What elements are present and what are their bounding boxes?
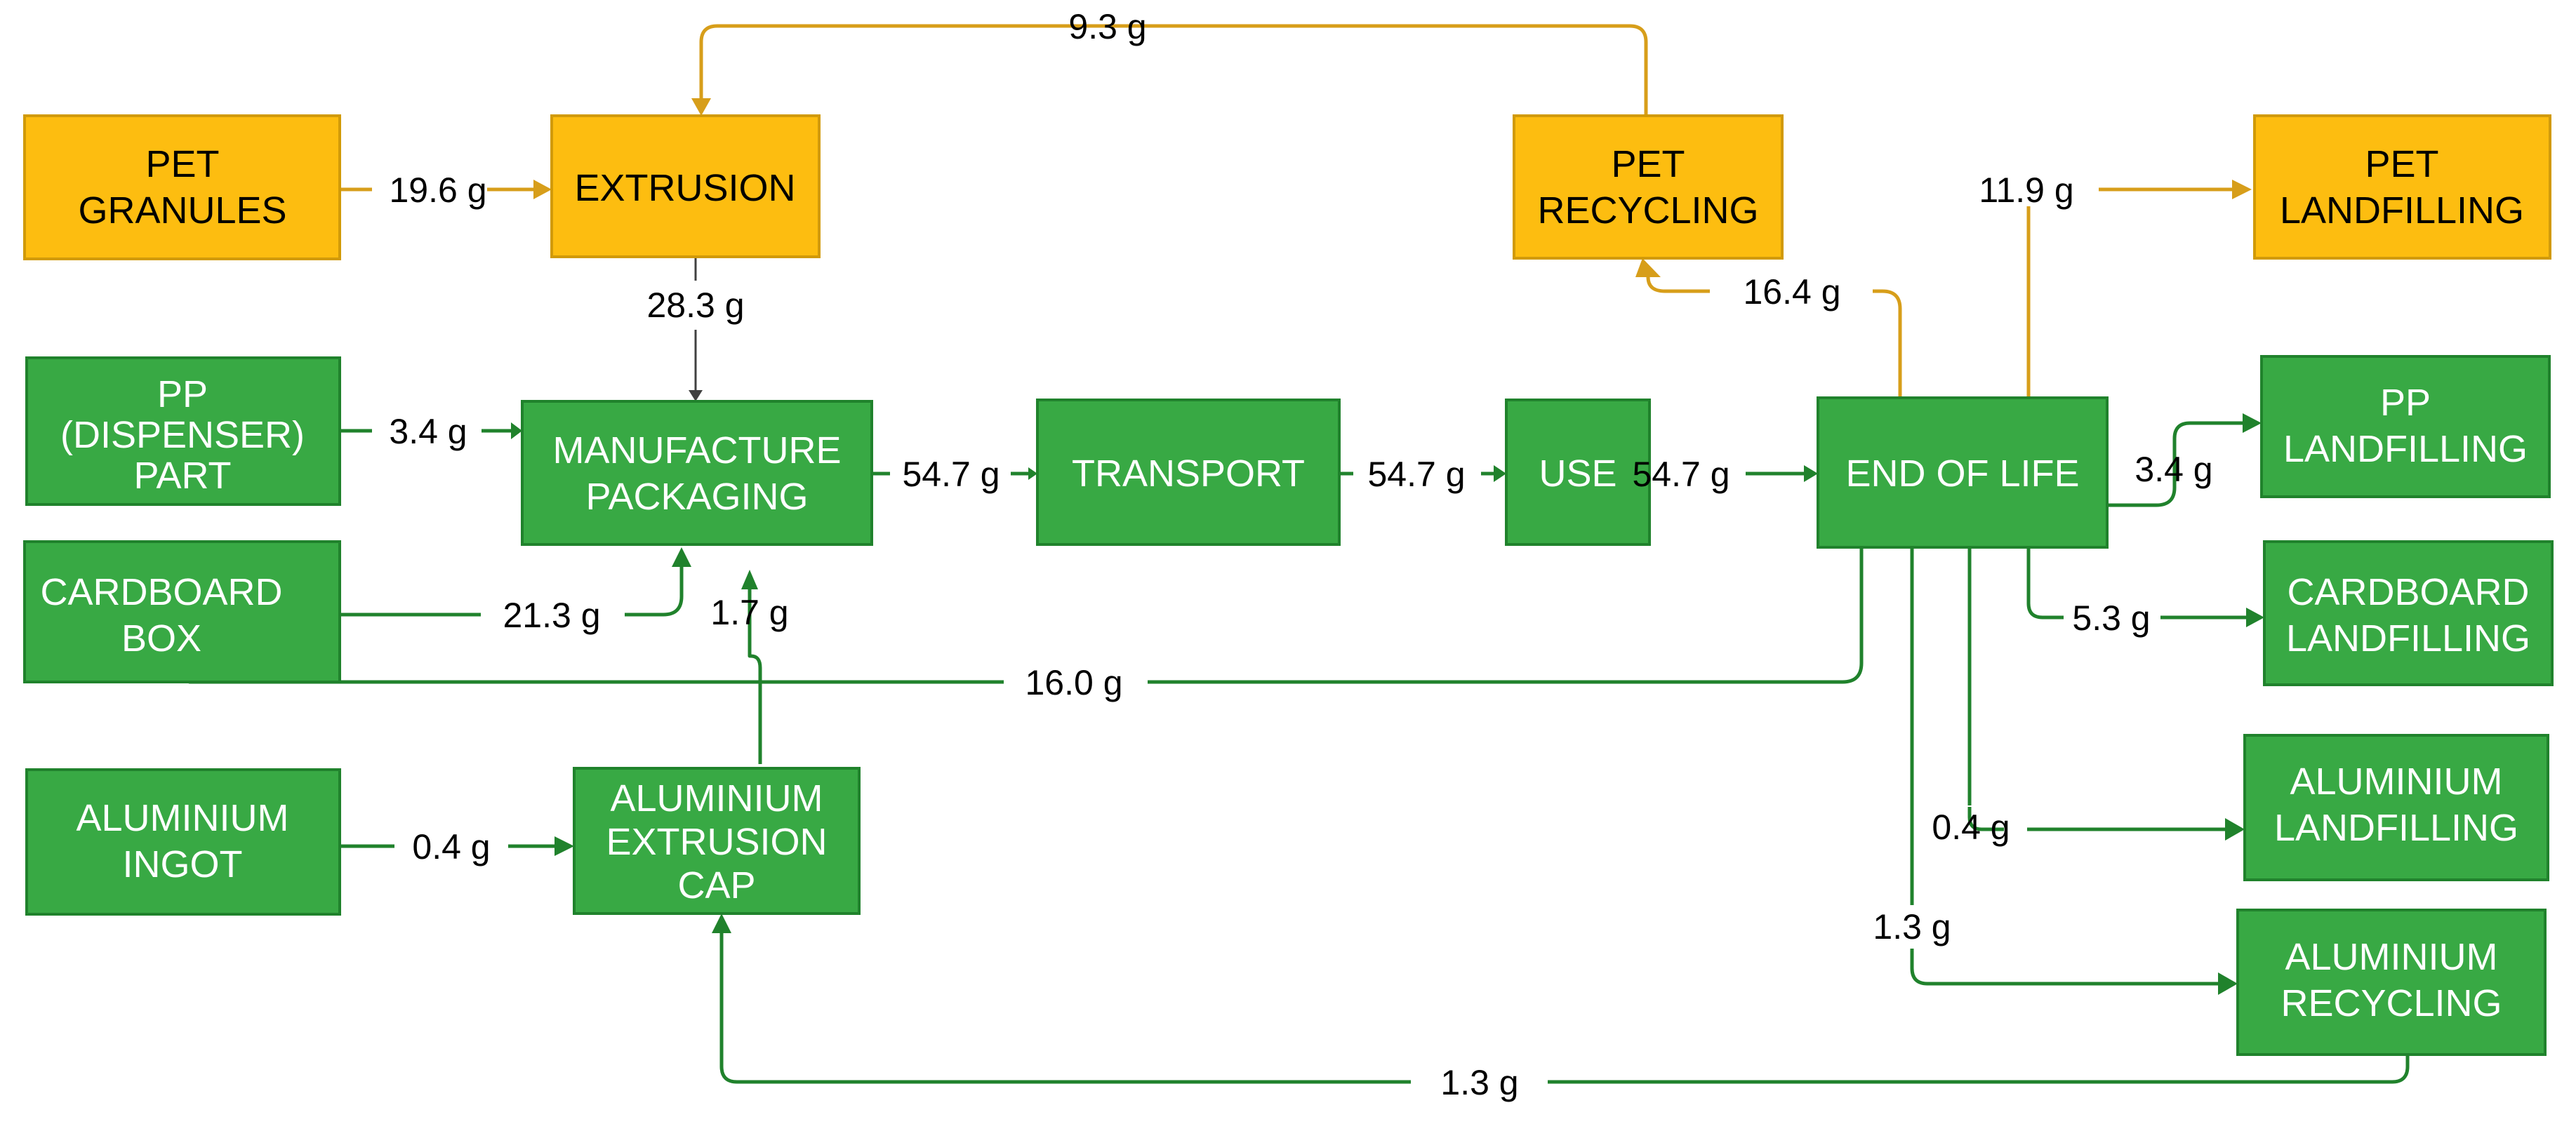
arrowhead [689, 390, 703, 401]
arrowhead [555, 836, 574, 856]
flow-label-aluminium-recycling-cap: 1.3 g [1440, 1063, 1518, 1102]
flow-recycled-pet-line [699, 24, 1648, 116]
box-end-of-life-line1: END OF LIFE [1845, 453, 2079, 495]
box-aluminium-cap-line2: EXTRUSION [606, 821, 827, 863]
box-transport: TRANSPORT [1036, 399, 1341, 546]
flow-label-use-eol: 54.7 g [1632, 455, 1729, 494]
arrowhead [691, 98, 711, 116]
arrowhead [1804, 465, 1818, 482]
box-manufacture-line2: PACKAGING [585, 476, 808, 518]
arrowhead [1028, 467, 1037, 480]
flow-eol-aluminium-landfilling-line [1967, 547, 2225, 831]
box-pet-landfilling-line1: PET [2365, 143, 2438, 185]
flow-label-transport-use: 54.7 g [1367, 455, 1465, 494]
box-aluminium-cap-line1: ALUMINIUM [610, 777, 823, 819]
flow-eol-aluminium-landfilling-elbow [1967, 807, 2004, 831]
flow-eol-pet-landfilling-line [2026, 187, 2232, 398]
flow-label-eol-cardboard-box: 16.0 g [1025, 663, 1122, 702]
box-cardboard-landfilling-line1: CARDBOARD [2287, 571, 2529, 613]
box-pp-landfilling-line2: LANDFILLING [2283, 428, 2528, 470]
box-aluminium-ingot: ALUMINIUM INGOT [25, 768, 341, 916]
flow-eol-aluminium-recycling-line [1910, 547, 2218, 986]
flow-label-eol-aluminium-recycling: 1.3 g [1873, 907, 1951, 946]
box-cardboard-box: CARDBOARD BOX [23, 540, 341, 683]
flow-aluminium-recycling-cap-line [719, 933, 2410, 1084]
flow-cardboard-manufacture-line [340, 567, 684, 617]
box-pet-landfilling-line2: LANDFILLING [2280, 189, 2524, 232]
flow-label-extrusion-manufacture: 28.3 g [646, 286, 744, 325]
box-cardboard-box-line2: BOX [121, 617, 201, 660]
box-aluminium-cap: ALUMINIUM EXTRUSION CAP [573, 767, 861, 915]
flow-label-pp: 3.4 g [389, 412, 467, 451]
arrowhead [533, 180, 552, 199]
box-pet-granules-line1: PET [145, 143, 219, 185]
flow-label-eol-pp-landfilling: 3.4 g [2135, 450, 2212, 489]
arrowhead [2243, 413, 2262, 433]
box-aluminium-ingot-line2: INGOT [123, 843, 243, 885]
box-pet-granules-line2: GRANULES [78, 189, 286, 232]
box-pp-part: PP (DISPENSER) PART [25, 356, 341, 506]
arrowhead [2218, 972, 2238, 995]
box-aluminium-landfilling-line1: ALUMINIUM [2290, 761, 2502, 803]
arrowhead [1494, 465, 1506, 482]
box-pet-recycling-line1: PET [1611, 143, 1685, 185]
arrowhead [712, 914, 731, 933]
box-pp-part-line1: PP [157, 373, 208, 415]
flow-label-cap-manufacture: 1.7 g [710, 593, 788, 632]
box-aluminium-recycling: ALUMINIUM RECYCLING [2236, 909, 2547, 1056]
box-cardboard-box-line1: CARDBOARD [40, 571, 282, 613]
flow-label-eol-pet-recycling: 16.4 g [1743, 272, 1840, 312]
box-end-of-life: END OF LIFE [1817, 396, 2109, 549]
box-use: USE [1505, 399, 1651, 546]
flow-label-recycled-pet: 9.3 g [1068, 7, 1146, 46]
flow-label-eol-pet-landfilling: 11.9 g [1979, 170, 2073, 210]
box-aluminium-landfilling-line2: LANDFILLING [2274, 807, 2518, 849]
box-pp-landfilling: PP LANDFILLING [2260, 355, 2551, 498]
arrowhead [2246, 608, 2264, 627]
flow-cap-manufacture-line [748, 588, 762, 764]
arrowhead [741, 570, 758, 589]
flow-eol-pp-landfilling-line [2107, 421, 2243, 507]
box-extrusion: EXTRUSION [550, 114, 821, 258]
box-transport-line1: TRANSPORT [1072, 453, 1305, 495]
box-aluminium-recycling-line2: RECYCLING [2280, 982, 2502, 1024]
flow-label-ingot-cap: 0.4 g [412, 827, 490, 867]
box-aluminium-ingot-line1: ALUMINIUM [76, 797, 288, 839]
arrowhead [672, 547, 691, 567]
box-use-line1: USE [1539, 453, 1616, 495]
arrowhead [2232, 180, 2252, 199]
box-manufacture-line1: MANUFACTURE [552, 429, 841, 471]
box-pp-landfilling-line1: PP [2380, 382, 2431, 424]
box-pp-part-line3: PART [133, 455, 231, 497]
box-pet-recycling-line2: RECYCLING [1537, 189, 1758, 232]
box-aluminium-recycling-line1: ALUMINIUM [2285, 936, 2497, 978]
box-aluminium-landfilling: ALUMINIUM LANDFILLING [2243, 734, 2549, 881]
arrowhead [511, 422, 522, 439]
flow-eol-pet-recycling-line [1646, 269, 1902, 398]
box-pp-part-line2: (DISPENSER) [60, 414, 305, 456]
flow-label-manufacture-transport: 54.7 g [902, 455, 1000, 494]
box-manufacture-packaging: MANUFACTURE PACKAGING [521, 400, 873, 546]
box-aluminium-cap-line3: CAP [677, 864, 755, 906]
flow-label-granules: 19.6 g [389, 170, 486, 210]
flow-label-eol-aluminium-landfilling: 0.4 g [1932, 808, 2010, 847]
arrowhead [2225, 818, 2245, 841]
box-pet-granules: PET GRANULES [23, 114, 341, 260]
flow-label-cardboard-manufacture: 21.3 g [503, 596, 600, 635]
box-extrusion-line1: EXTRUSION [574, 167, 795, 209]
arrowhead [1635, 258, 1661, 277]
flow-eol-cardboard-landfilling-line [2026, 547, 2246, 620]
box-pet-landfilling: PET LANDFILLING [2253, 114, 2551, 260]
flow-label-eol-cardboard-landfilling: 5.3 g [2072, 598, 2150, 638]
box-pet-recycling: PET RECYCLING [1513, 114, 1784, 260]
box-cardboard-landfilling-line2: LANDFILLING [2286, 617, 2530, 660]
box-cardboard-landfilling: CARDBOARD LANDFILLING [2263, 540, 2554, 686]
